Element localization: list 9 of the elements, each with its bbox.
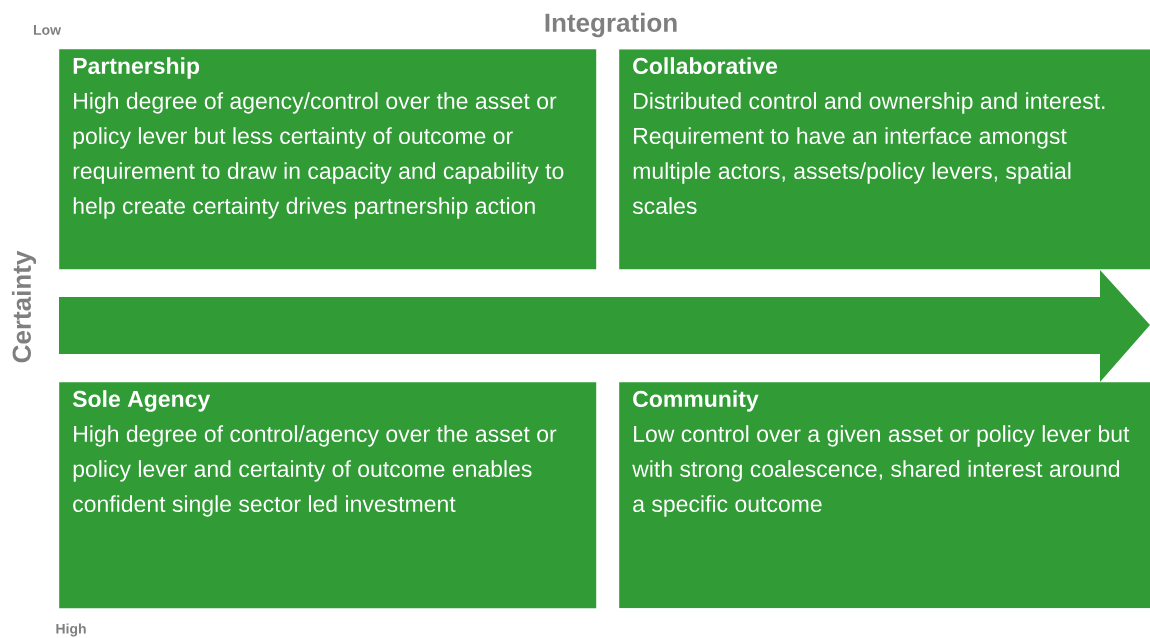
axis-end-label: Low [33,25,62,35]
quadrant-box: Collaborative Distributed control and ownership and interest. Requirement to have an interface amongst multiple actors, assets/policy levers, spatial scales [619,49,1150,270]
axis-label: Integration [545,12,677,38]
quadrant-box: Partnership High degree of agency/control over the asset or policy lever but less certainty of outcome or requirement to draw in capacity and capability to help create certainty drives partnership action [59,49,597,270]
axis-end-label: High [56,623,86,637]
block-arrow [59,270,1150,382]
axis-label: Certainty [11,250,37,363]
quadrant-box: Community Low control over a given asset or policy lever but with strong coalescence, shared interest around a specific outcome [619,382,1150,609]
quadrant-box: Sole Agency High degree of control/agency over the asset or policy lever and certainty of outcome enables confident single sector led investment [59,382,597,609]
